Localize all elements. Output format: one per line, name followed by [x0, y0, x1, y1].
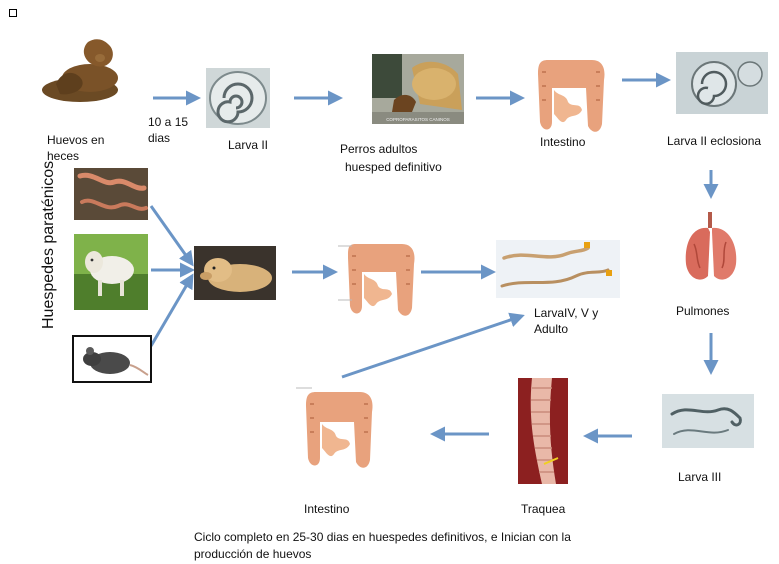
label-intestino-top: Intestino: [540, 135, 585, 149]
label-larva2: Larva II: [228, 138, 268, 152]
label-huesped: huesped definitivo: [345, 160, 442, 174]
label-pulmones: Pulmones: [676, 304, 729, 318]
label-larva3: Larva III: [678, 470, 721, 484]
label-intestino-bottom: Intestino: [304, 502, 349, 516]
label-larva4: LarvaIV, V y: [534, 306, 598, 320]
label-paratenicos: Huespedes paraténicos: [40, 219, 58, 329]
label-larva2-eclosiona: Larva II eclosiona: [667, 134, 761, 148]
label-huevos: Huevos en heces: [47, 132, 117, 164]
label-adulto: Adulto: [534, 322, 568, 336]
label-perros: Perros adultos: [340, 142, 417, 156]
footer-line-1: Ciclo completo en 25-30 dias en huespede…: [194, 530, 571, 544]
footer-line-2: producción de huevos: [194, 547, 311, 561]
label-traquea: Traquea: [521, 502, 565, 516]
label-dias: 10 a 15 dias: [148, 114, 196, 146]
